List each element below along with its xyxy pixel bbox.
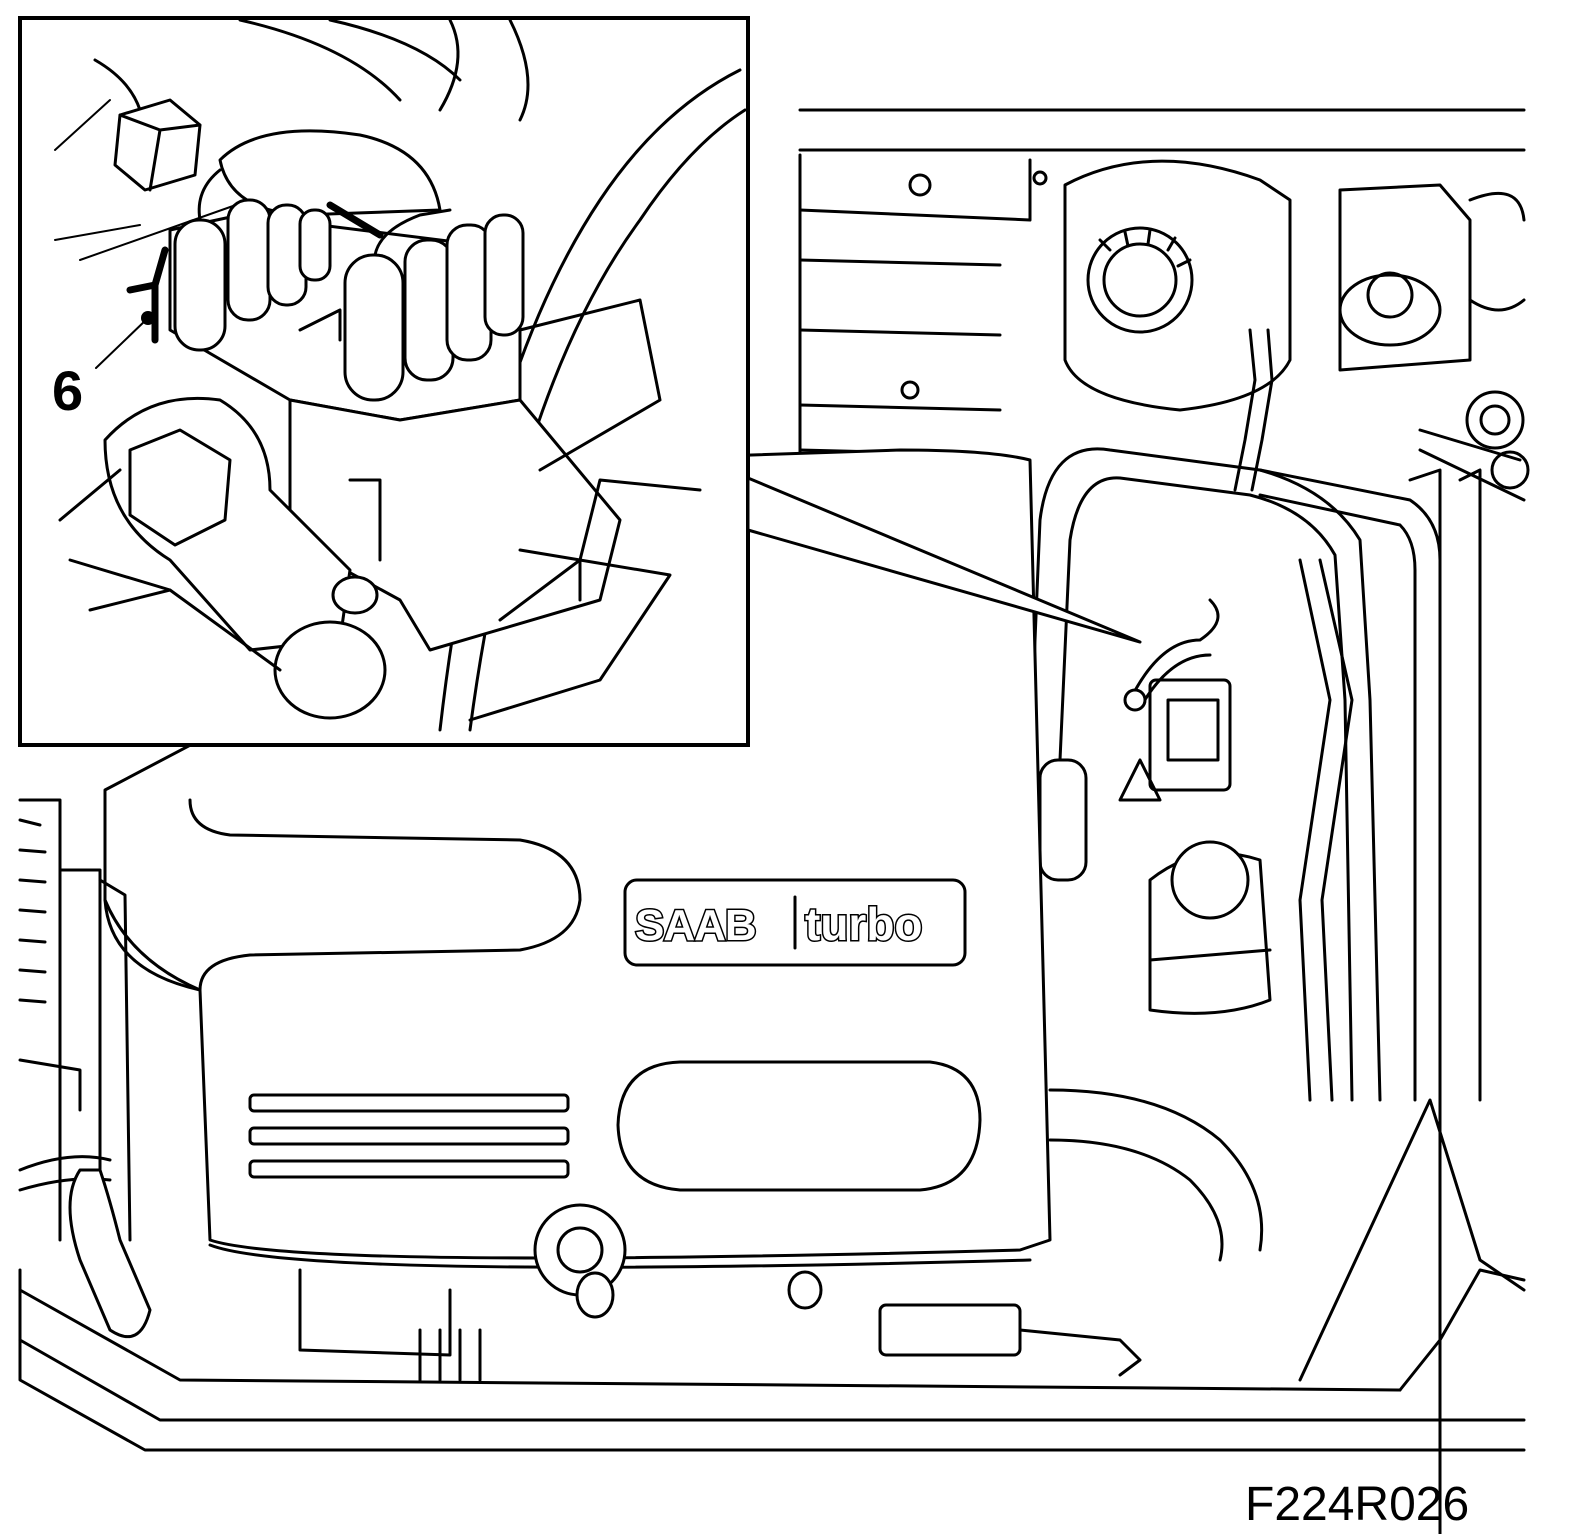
- emblem-model-text: turbo: [805, 898, 923, 950]
- spark-plug-leads: [173, 168, 525, 402]
- lower-hoses: [298, 1088, 1526, 1392]
- engine-cover: [103, 448, 1052, 1269]
- right-fittings: [1408, 390, 1530, 1534]
- inset-bolt-fitting: [58, 396, 387, 720]
- front-panel-edge: [18, 1268, 1526, 1452]
- center-hoses: [1028, 447, 1442, 1102]
- emblem-brand-text: SAAB: [635, 901, 756, 950]
- callout-6-wire: [126, 201, 384, 344]
- detail-inset: 6: [18, 16, 1142, 747]
- inset-content: 6: [52, 18, 747, 732]
- callout-dot: [141, 311, 155, 325]
- coolant-reservoir: [1063, 159, 1292, 492]
- engine-bay-view: SAAB turbo: [18, 108, 1530, 1534]
- sensor-connector: [1118, 598, 1232, 802]
- saab-turbo-emblem: SAAB turbo: [623, 878, 967, 967]
- inset-hex-nut: [113, 98, 202, 192]
- left-radiator-area: [18, 798, 152, 1339]
- callout-label-6: 6: [52, 359, 83, 422]
- brake-fluid-reservoir: [1338, 183, 1526, 372]
- figure-code: F224R026: [1245, 1478, 1469, 1531]
- power-steering-reservoir: [1148, 840, 1272, 1015]
